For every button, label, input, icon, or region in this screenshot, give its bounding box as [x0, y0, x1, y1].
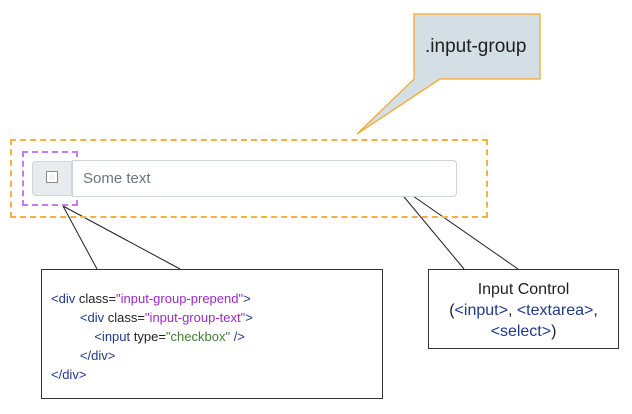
code-line: </div>: [51, 348, 116, 363]
checkbox[interactable]: [46, 171, 58, 183]
input-group-prepend-outline: [22, 151, 78, 206]
input-control-types-cont: <select>): [490, 323, 557, 340]
code-snippet-box: <div class="input-group-prepend"> <div c…: [41, 269, 383, 399]
input-control-types: (<input>, <textarea>,: [449, 302, 598, 319]
input-control-title: Input Control: [477, 281, 570, 298]
input-group-outline: [10, 139, 488, 218]
code-line: <input type="checkbox" />: [51, 329, 245, 344]
input-control-box: Input Control (<input>, <textarea>, <sel…: [428, 269, 619, 349]
code-line: <div class="input-group-text">: [51, 310, 253, 325]
input-group-callout-bubble: [356, 13, 541, 135]
text-input[interactable]: [72, 160, 457, 197]
code-line: </div>: [51, 367, 87, 382]
input-group-callout-label: .input-group: [425, 36, 527, 57]
code-line: <div class="input-group-prepend">: [51, 291, 251, 306]
